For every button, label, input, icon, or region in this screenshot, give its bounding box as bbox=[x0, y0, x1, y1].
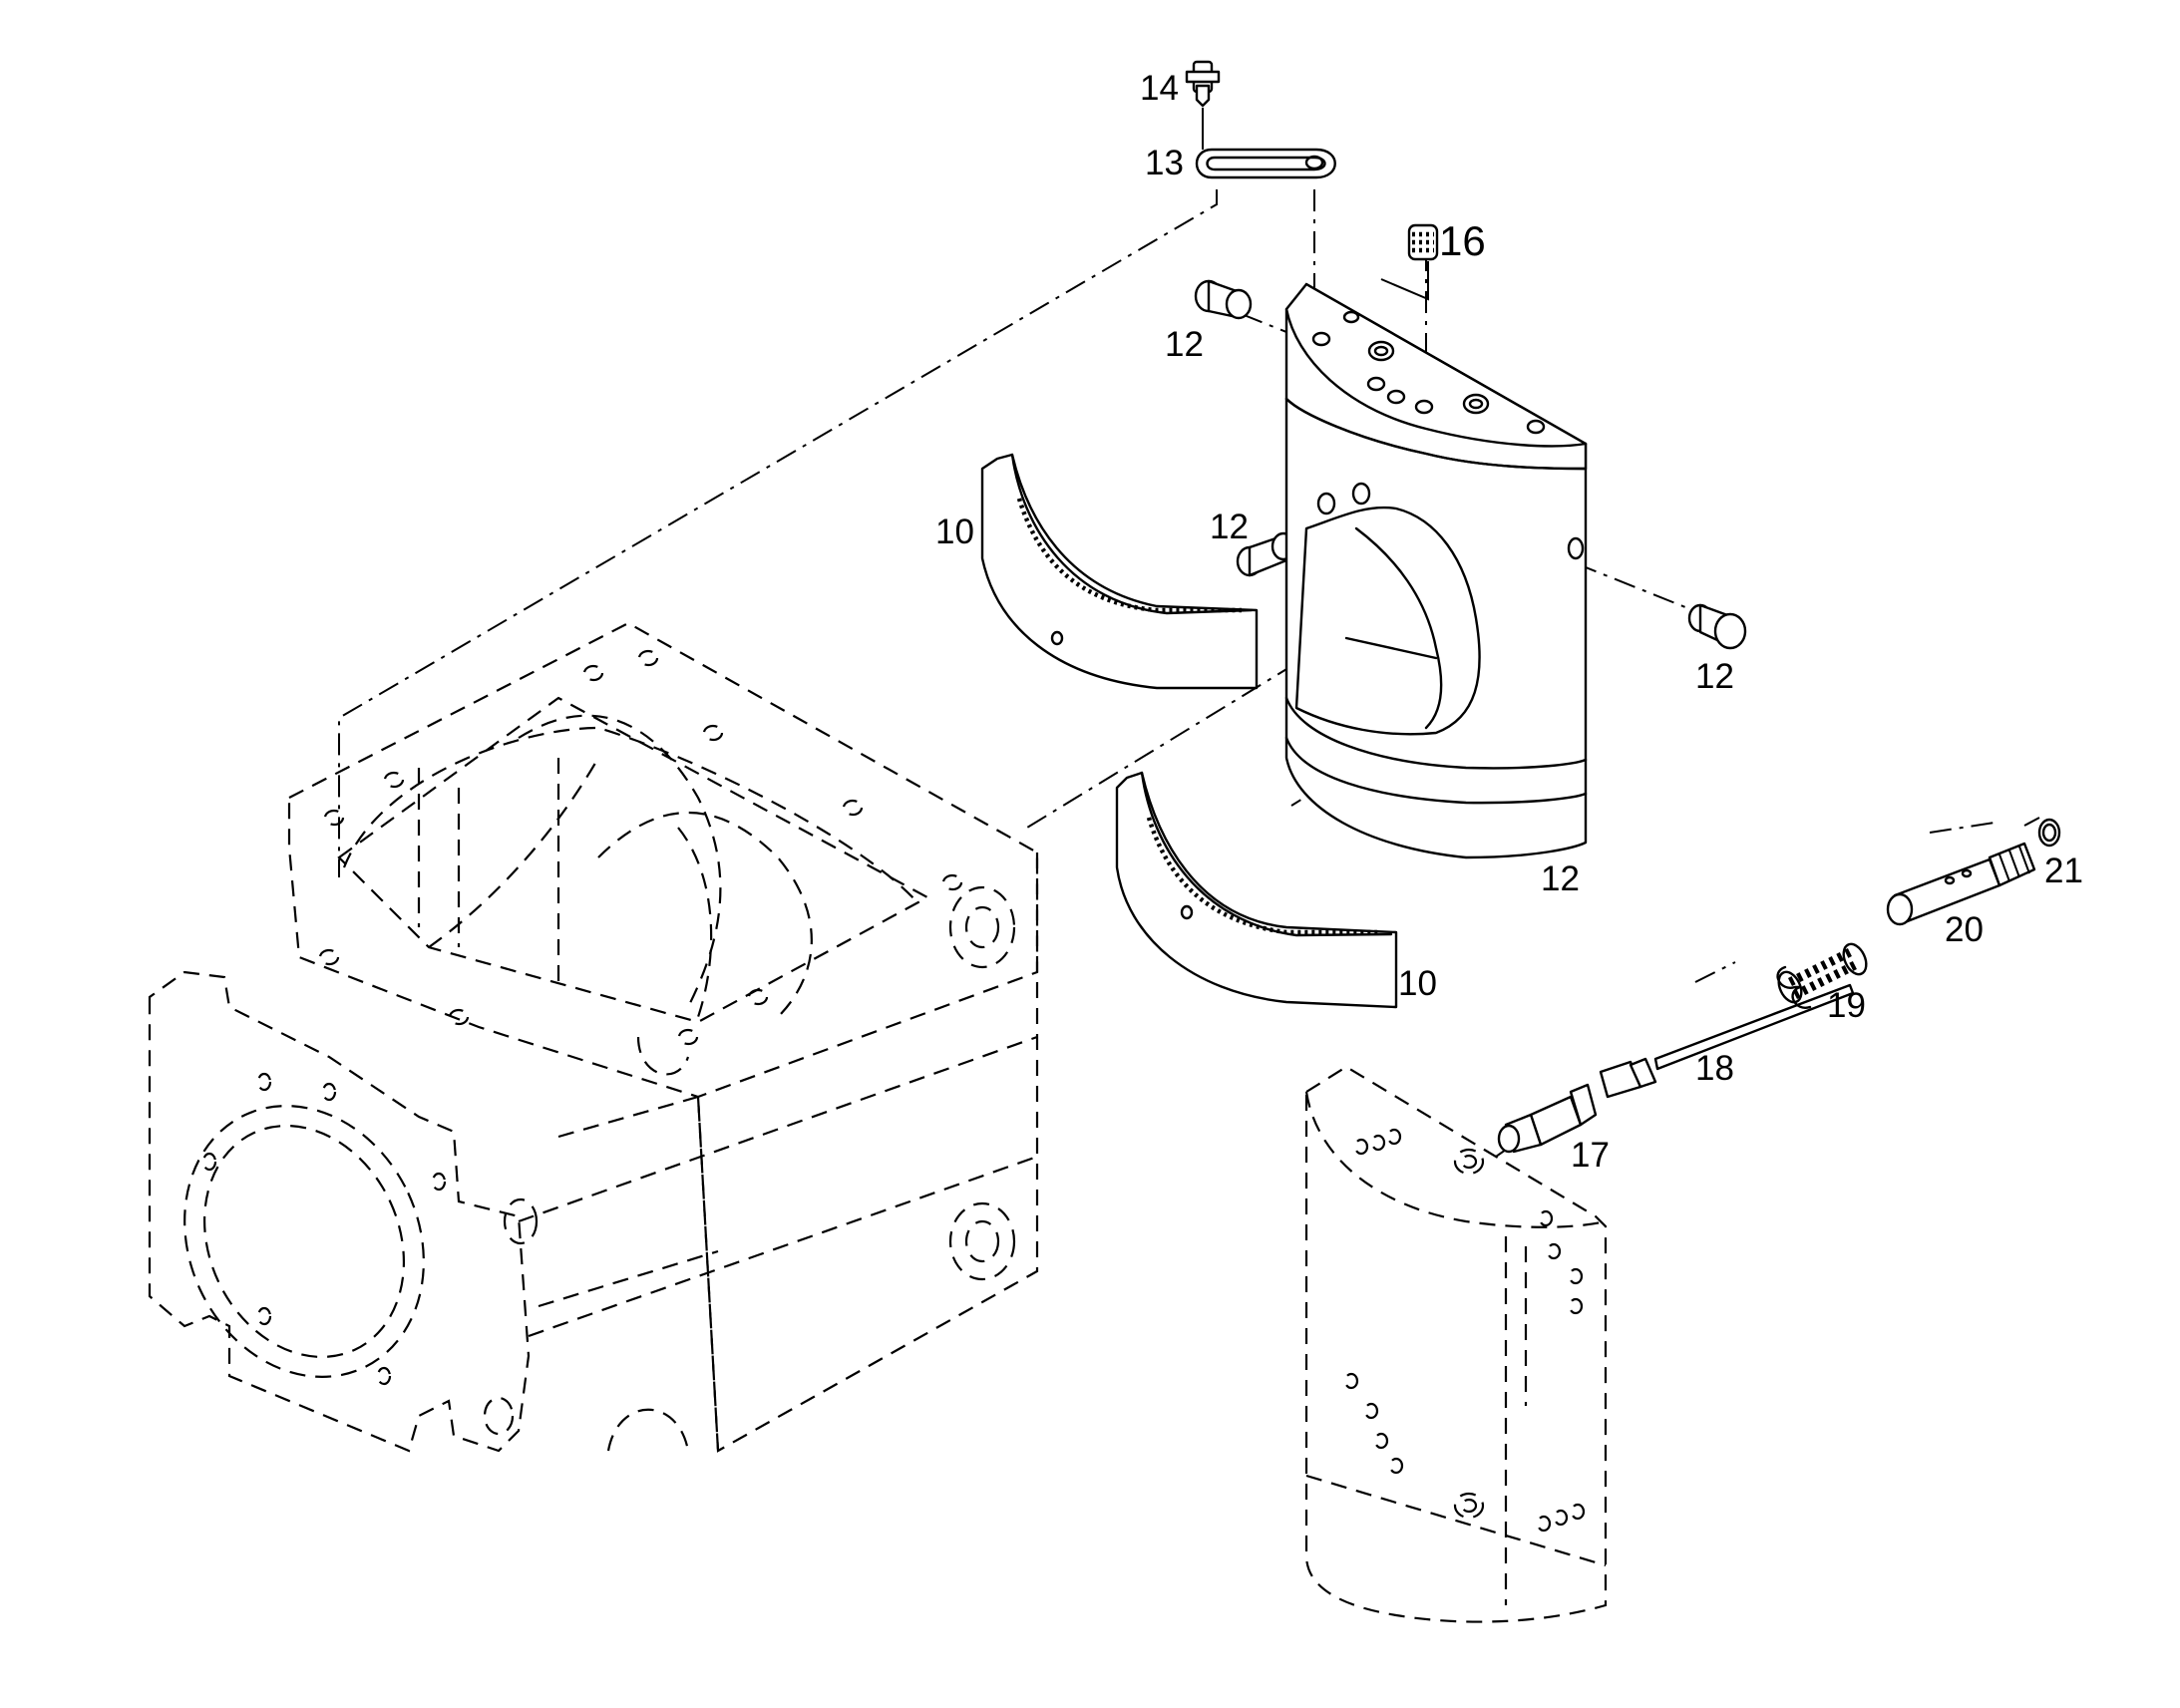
callout-17: 17 bbox=[1571, 1136, 1610, 1175]
callout-12-mid: 12 bbox=[1210, 508, 1249, 546]
part-12-plug-right bbox=[1687, 603, 1747, 650]
part-17-fitting bbox=[1497, 1083, 1598, 1154]
part-10-band-upper bbox=[980, 453, 1259, 690]
transmission-housing bbox=[148, 621, 1039, 1453]
part-16-plug bbox=[1407, 223, 1439, 261]
callout-12-top: 12 bbox=[1165, 325, 1204, 364]
callout-19: 19 bbox=[1827, 986, 1866, 1025]
part-18-spool bbox=[1599, 983, 1855, 1099]
callout-labels: 14 13 16 12 12 12 12 10 10 21 20 19 18 1… bbox=[935, 69, 2083, 1175]
callout-10-upper: 10 bbox=[935, 512, 974, 551]
callout-16: 16 bbox=[1439, 217, 1486, 264]
part-10-band-lower bbox=[1115, 771, 1398, 1009]
callout-21: 21 bbox=[2044, 852, 2083, 890]
callout-13: 13 bbox=[1145, 144, 1184, 182]
part-12-plug-mid bbox=[1236, 531, 1296, 577]
part-20-sleeve bbox=[1886, 842, 2036, 926]
part-13-lock-plate bbox=[1195, 148, 1336, 179]
part-12-plug-top bbox=[1194, 279, 1253, 320]
part-14-bolt bbox=[1185, 60, 1221, 150]
callout-14: 14 bbox=[1140, 69, 1179, 108]
callout-20: 20 bbox=[1945, 910, 1984, 949]
part-21-snap-ring bbox=[2037, 818, 2061, 848]
callout-10-lower: 10 bbox=[1398, 964, 1437, 1003]
part-12-valve-housing bbox=[1284, 282, 1588, 859]
callout-12-right: 12 bbox=[1695, 657, 1734, 696]
part-19-spring bbox=[1776, 942, 1868, 1009]
callout-18: 18 bbox=[1695, 1049, 1734, 1088]
phantom-valve-housing bbox=[1304, 1065, 1608, 1623]
callout-12-housing: 12 bbox=[1541, 859, 1580, 898]
